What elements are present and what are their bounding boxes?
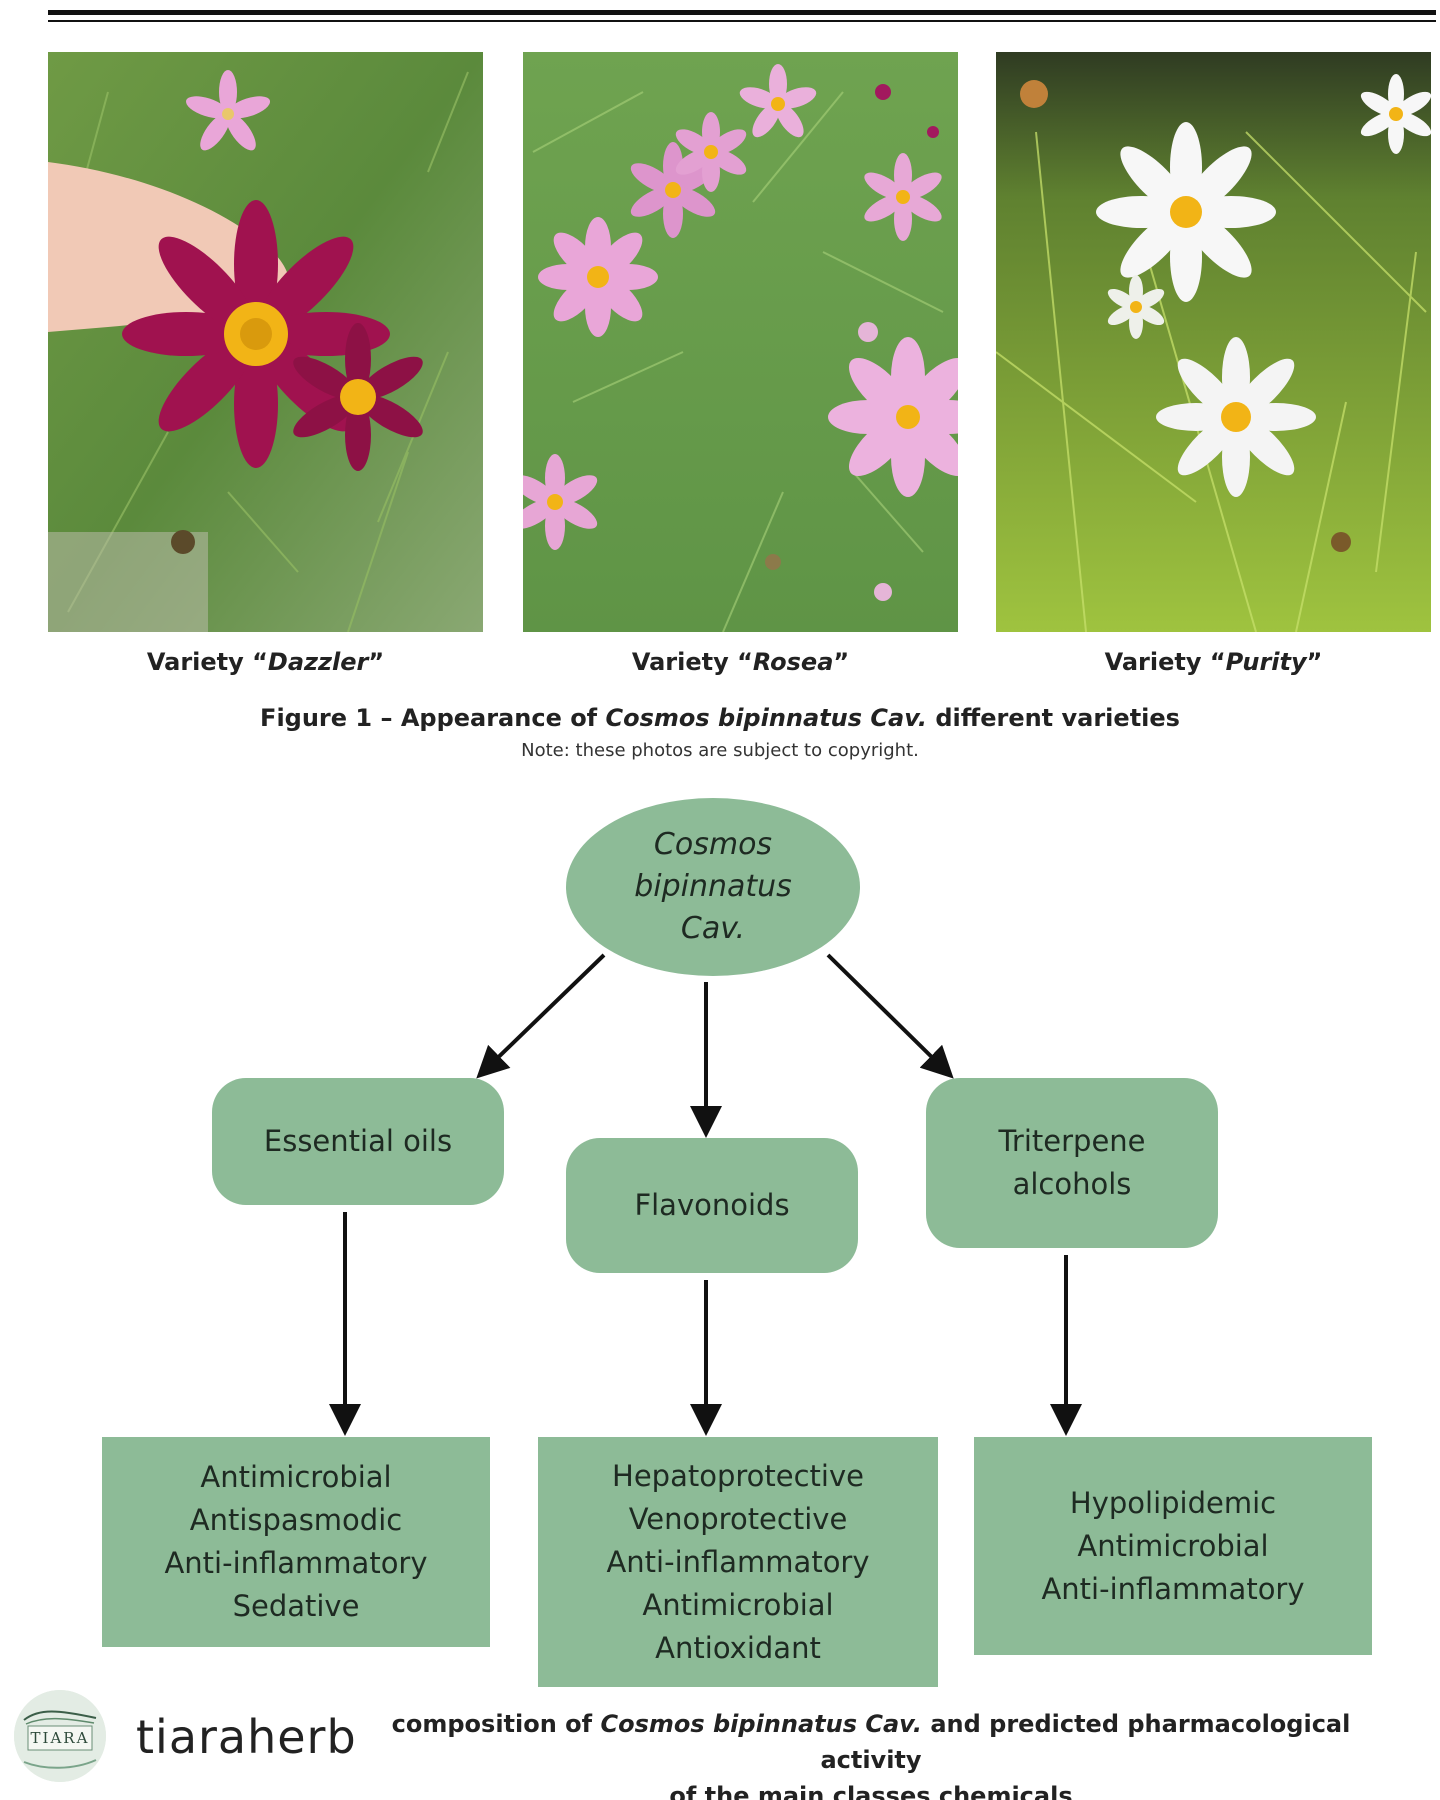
- root-line: Cosmos: [653, 827, 773, 862]
- activity-box-flavonoids: Hepatoprotective Venoprotective Anti-inf…: [538, 1437, 938, 1687]
- activity-item: Hypolipidemic: [1069, 1485, 1277, 1520]
- photo-dazzler: [48, 52, 483, 632]
- activity-item: Venoprotective: [628, 1501, 848, 1536]
- arrow-root-to-triterpene: [826, 953, 954, 1079]
- activity-item: Antimicrobial: [200, 1460, 392, 1494]
- top-rule-thin: [48, 20, 1436, 22]
- activity-item: Antimicrobial: [642, 1587, 834, 1622]
- activity-item: Antimicrobial: [1077, 1528, 1269, 1563]
- activity-item: Hepatoprotective: [612, 1458, 864, 1493]
- activity-item: Anti-inflammatory: [606, 1544, 870, 1579]
- activity-box-triterpene-alcohols: Hypolipidemic Antimicrobial Anti-inflamm…: [974, 1437, 1372, 1655]
- root-node-cosmos-bipinnatus: Cosmos bipinnatus Cav.: [566, 798, 860, 976]
- activity-item: Anti-inflammatory: [164, 1546, 428, 1580]
- diagram-caption: composition of Cosmos bipinnatus Cav. an…: [376, 1706, 1366, 1800]
- activity-item: Antioxidant: [655, 1630, 821, 1665]
- figure-caption: Figure 1 – Appearance of Cosmos bipinnat…: [260, 704, 1180, 732]
- account-handle[interactable]: tiaraherb: [136, 1710, 357, 1764]
- class-label: Essential oils: [263, 1124, 453, 1158]
- tiaraherb-logo[interactable]: TIARA: [14, 1690, 106, 1782]
- activity-box-essential-oils: Antimicrobial Antispasmodic Anti-inflamm…: [102, 1437, 490, 1647]
- root-line: Cav.: [680, 911, 746, 946]
- class-label: Flavonoids: [634, 1188, 790, 1222]
- diagram-caption-line-2: of the main classes chemicals: [669, 1782, 1073, 1800]
- class-label: Triterpene: [998, 1124, 1146, 1158]
- activity-item: Antispasmodic: [189, 1503, 403, 1537]
- figure-note: Note: these photos are subject to copyri…: [521, 740, 919, 761]
- top-rule-thick: [48, 10, 1436, 15]
- arrow-root-to-essential-oils: [476, 953, 606, 1079]
- class-label: alcohols: [1012, 1167, 1132, 1201]
- class-node-essential-oils: Essential oils: [212, 1078, 504, 1205]
- logo-wordmark: TIARA: [30, 1729, 90, 1747]
- class-node-flavonoids: Flavonoids: [566, 1138, 858, 1273]
- diagram-caption-line-1: composition of Cosmos bipinnatus Cav. an…: [391, 1710, 1351, 1774]
- variety-label-rosea: Variety “Rosea”: [631, 648, 850, 676]
- activity-item: Anti-inflammatory: [1041, 1571, 1305, 1606]
- activity-item: Sedative: [232, 1589, 360, 1623]
- photo-rosea: [523, 52, 958, 632]
- variety-label-dazzler: Variety “Dazzler”: [146, 648, 385, 676]
- class-node-triterpene-alcohols: Triterpene alcohols: [926, 1078, 1218, 1248]
- root-line: bipinnatus: [634, 869, 792, 904]
- photo-purity: [996, 52, 1431, 632]
- variety-label-purity: Variety “Purity”: [1104, 648, 1323, 676]
